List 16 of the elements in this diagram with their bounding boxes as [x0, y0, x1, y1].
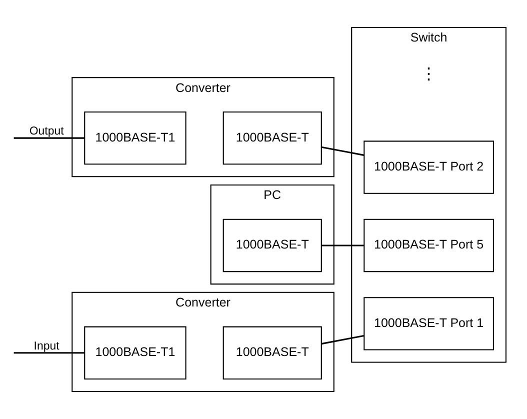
edge-label: Output — [29, 126, 64, 138]
node-box: 1000BASE-T Port 1 — [364, 297, 494, 350]
node-box: 1000BASE-T1 — [84, 326, 186, 380]
connector — [14, 137, 84, 139]
connector — [321, 146, 364, 156]
node-box: 1000BASE-T — [222, 111, 322, 165]
edge-label: Input — [34, 340, 60, 353]
node-box: 1000BASE-T1 — [84, 111, 186, 165]
node-box: 1000BASE-T Port 5 — [364, 218, 494, 272]
node-box: 1000BASE-T — [222, 326, 322, 380]
node-box: 1000BASE-T — [222, 218, 322, 272]
connector — [14, 352, 84, 354]
label: ⋮ — [420, 64, 438, 84]
node-box: 1000BASE-T Port 2 — [364, 140, 494, 194]
connector — [321, 335, 364, 345]
connector — [321, 244, 364, 246]
